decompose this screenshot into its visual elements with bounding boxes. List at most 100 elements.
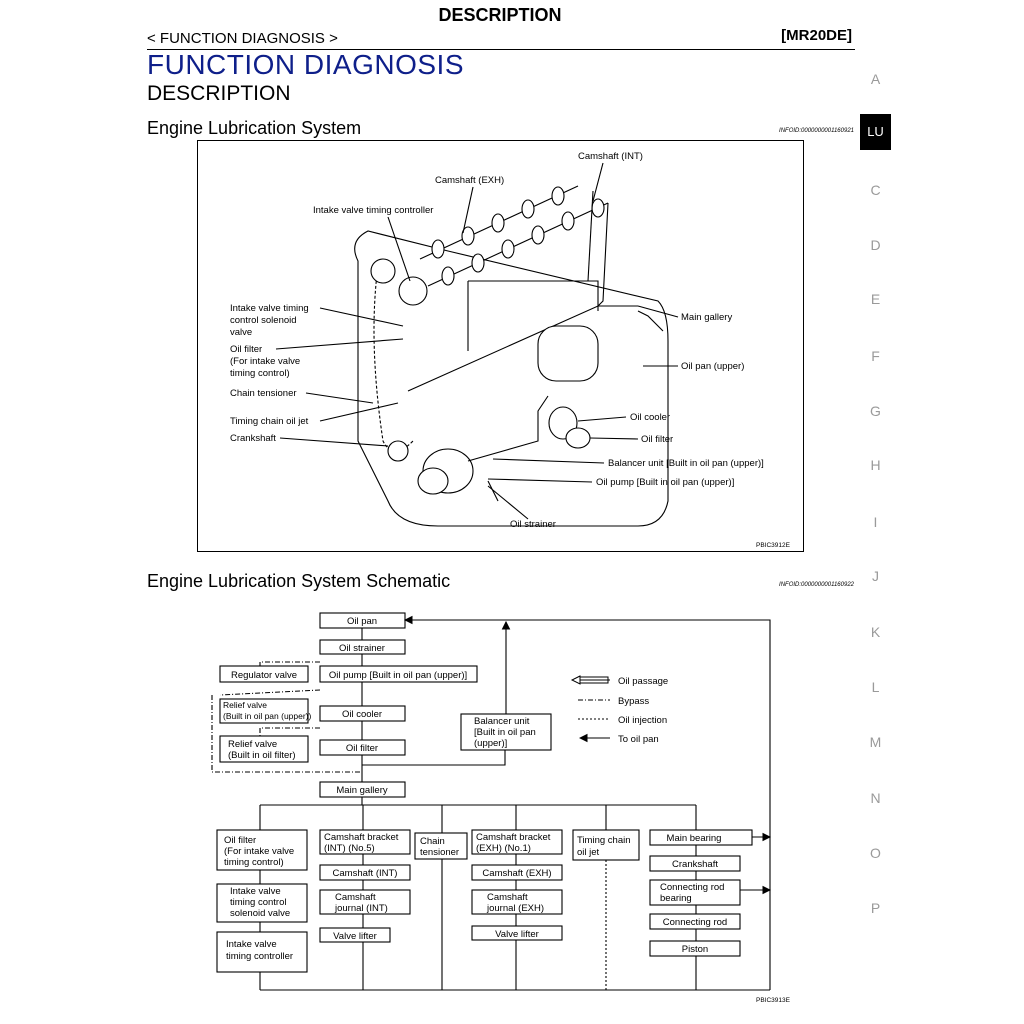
text-tc-jet-1: Timing chain	[577, 835, 631, 846]
camshaft-int-drawing	[427, 198, 609, 287]
running-header-title: DESCRIPTION	[438, 5, 562, 25]
text-of-iv-2: (For intake valve	[224, 846, 294, 857]
text-valve-lifter-int: Valve lifter	[333, 931, 377, 942]
text-oil-pan: Oil pan	[347, 616, 377, 627]
text-cam-bracket-exh-2: (EXH) (No.1)	[476, 843, 531, 854]
text-balancer-1: Balancer unit	[474, 716, 530, 727]
label-oil-filter: Oil filter	[641, 434, 673, 445]
text-ivtc-sol-1: Intake valve	[230, 886, 281, 897]
label-oil-pan-upper: Oil pan (upper)	[681, 361, 744, 372]
text-ivtc-sol-2: timing control	[230, 897, 287, 908]
label-timing-chain-jet: Timing chain oil jet	[230, 416, 309, 427]
text-conrod-bearing-1: Connecting rod	[660, 882, 724, 893]
label-oil-pump: Oil pump [Built in oil pan (upper)]	[596, 477, 734, 488]
label-oil-filter-iv-2: (For intake valve	[230, 356, 300, 367]
lubrication-schematic-figure: Oil pan Oil strainer Regulator valve Oil…	[200, 600, 800, 1010]
infoid-label: INFOID:0000000001160921	[779, 128, 854, 134]
box-cam-journal-exh	[471, 889, 563, 915]
box-cam-bracket-int	[319, 829, 411, 855]
side-tab-n[interactable]: N	[870, 790, 881, 806]
text-tc-jet-2: oil jet	[577, 847, 600, 858]
text-ivtc-sol-3: solenoid valve	[230, 908, 290, 919]
side-tab-c[interactable]: C	[870, 182, 881, 198]
side-tab-m[interactable]: M	[869, 734, 882, 750]
text-of-iv-1: Oil filter	[224, 835, 256, 846]
box-conrod-bearing	[649, 879, 741, 906]
page-title: FUNCTION DIAGNOSIS	[147, 49, 465, 80]
header-divider	[147, 49, 855, 50]
text-balancer-3: (upper)]	[474, 738, 507, 749]
text-cam-journal-exh-1: Camshaft	[487, 892, 528, 903]
text-conrod-bearing-2: bearing	[660, 893, 692, 904]
side-tab-g[interactable]: G	[870, 403, 881, 419]
label-main-gallery: Main gallery	[681, 312, 732, 323]
text-regulator-valve: Regulator valve	[231, 670, 297, 681]
label-camshaft-int: Camshaft (INT)	[578, 151, 643, 162]
box-chain-tensioner	[414, 832, 468, 860]
text-oil-pump: Oil pump [Built in oil pan (upper)]	[329, 670, 467, 681]
label-oil-strainer: Oil strainer	[510, 519, 556, 530]
section-title-schematic: Engine Lubrication System Schematic	[147, 571, 451, 591]
side-tab-f[interactable]: F	[871, 348, 880, 364]
side-tab-l[interactable]: L	[871, 679, 880, 695]
side-tab-j[interactable]: J	[872, 568, 879, 584]
text-cam-journal-int-2: journal (INT)	[334, 903, 388, 914]
text-of-iv-3: timing control)	[224, 857, 284, 868]
legend-oil-passage: Oil passage	[618, 676, 668, 687]
side-tab-d[interactable]: D	[870, 237, 881, 253]
text-relief-valve-filter-1: Relief valve	[228, 739, 277, 750]
box-crankshaft	[649, 855, 741, 872]
cam-sprocket-exh	[370, 258, 396, 284]
label-crankshaft: Crankshaft	[230, 433, 276, 444]
text-relief-valve-pan-1: Relief valve	[223, 700, 267, 710]
label-oil-filter-iv-1: Oil filter	[230, 344, 262, 355]
box-relief-valve-filter	[219, 735, 309, 763]
box-balancer-unit	[460, 713, 552, 751]
box-ivtc	[216, 931, 308, 973]
box-piston	[649, 940, 741, 957]
model-code: [MR20DE]	[781, 27, 852, 44]
text-relief-valve-filter-2: (Built in oil filter)	[228, 750, 296, 761]
side-tab-h[interactable]: H	[870, 457, 881, 473]
side-tab-a[interactable]: A	[870, 71, 881, 87]
lubrication-schematic-drawing: Oil pan Oil strainer Regulator valve Oil…	[211, 612, 791, 1004]
text-camshaft-exh: Camshaft (EXH)	[482, 868, 551, 879]
ivtc-sprocket	[398, 276, 428, 306]
section-title-lubrication-system: Engine Lubrication System	[147, 118, 362, 138]
box-regulator-valve	[219, 665, 309, 683]
label-ivtc-sol-2: control solenoid	[230, 315, 297, 326]
camshaft-exh-drawing	[419, 185, 579, 260]
side-tab-k[interactable]: K	[870, 624, 881, 640]
text-main-gallery: Main gallery	[336, 785, 387, 796]
side-tab-i[interactable]: I	[873, 514, 878, 530]
text-cam-bracket-int-1: Camshaft bracket	[324, 832, 399, 843]
crankshaft-drawing	[387, 440, 409, 462]
side-tab-lu[interactable]: LU	[860, 114, 891, 150]
text-ivtc-2: timing controller	[226, 951, 293, 962]
box-oil-filter-iv	[216, 829, 308, 871]
engine-lubrication-drawing: Camshaft (INT) Camshaft (EXH) Intake val…	[230, 151, 791, 549]
side-tab-o[interactable]: O	[870, 845, 881, 861]
text-conrod: Connecting rod	[663, 917, 727, 928]
oil-pump-body-drawing	[537, 325, 599, 382]
text-piston: Piston	[682, 944, 708, 955]
box-oil-pump	[319, 665, 478, 683]
text-cam-journal-exh-2: journal (EXH)	[486, 903, 544, 914]
box-valve-lifter-exh	[471, 925, 563, 941]
figure-code-1: PBIC3912E	[756, 542, 791, 549]
text-ivtc-1: Intake valve	[226, 939, 277, 950]
legend-to-oil-pan: To oil pan	[618, 734, 659, 745]
box-conrod	[649, 913, 741, 930]
box-cam-journal-int	[319, 889, 411, 915]
figure-code-2: PBIC3913E	[756, 997, 791, 1004]
box-ivtc-solenoid	[216, 883, 308, 923]
infoid-label-2: INFOID:0000000001160922	[779, 582, 854, 588]
text-balancer-2: [Built in oil pan	[474, 727, 536, 738]
engine-block-outline	[354, 230, 669, 527]
legend-oil-injection: Oil injection	[618, 715, 667, 726]
side-tab-p[interactable]: P	[870, 900, 881, 916]
label-balancer-unit: Balancer unit [Built in oil pan (upper)]	[608, 458, 764, 469]
side-tab-e[interactable]: E	[870, 291, 881, 307]
text-cam-bracket-exh-1: Camshaft bracket	[476, 832, 551, 843]
page-subtitle: DESCRIPTION	[147, 82, 291, 105]
